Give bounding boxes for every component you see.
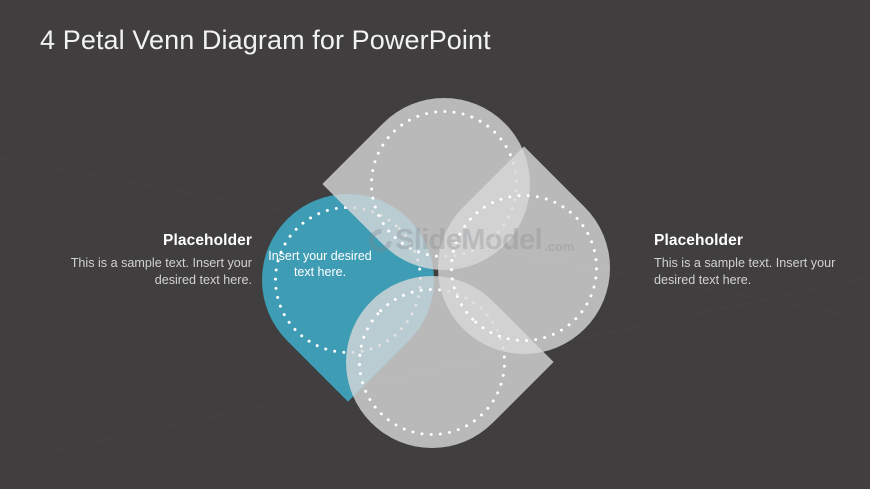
slide-title: 4 Petal Venn Diagram for PowerPoint bbox=[40, 25, 491, 55]
callout-left: Placeholder This is a sample text. Inser… bbox=[52, 232, 252, 289]
callout-right-heading: Placeholder bbox=[654, 232, 743, 249]
callout-right: Placeholder This is a sample text. Inser… bbox=[654, 232, 854, 289]
callout-right-body[interactable]: This is a sample text. Insert your desir… bbox=[654, 256, 836, 287]
callout-left-body[interactable]: This is a sample text. Insert your desir… bbox=[70, 256, 252, 287]
venn-petal-left-caption[interactable]: Insert your desired text here. bbox=[268, 249, 372, 279]
callout-left-heading: Placeholder bbox=[163, 232, 252, 249]
